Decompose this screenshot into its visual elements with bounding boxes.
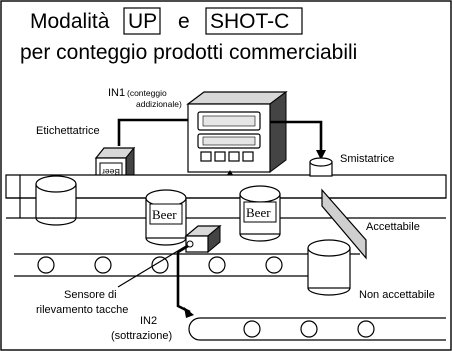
in2-arrow <box>184 307 194 318</box>
counter-key-2 <box>214 151 226 162</box>
in1-wire <box>117 118 188 146</box>
counter-key-3 <box>228 151 240 162</box>
counter-key-1 <box>200 151 212 162</box>
mode-shot-box <box>205 7 303 35</box>
counter-key-4 <box>242 151 254 162</box>
can-2-beer: Beer <box>145 189 187 246</box>
sorter-gate <box>321 188 367 260</box>
rejected-can <box>307 239 351 296</box>
middle-conveyor <box>14 253 360 277</box>
in1-note-1: (conteggio <box>127 88 167 98</box>
labeler-label: Etichettatrice <box>36 125 100 137</box>
mode-up-box <box>123 7 161 35</box>
mode-up-label: UP <box>128 10 157 33</box>
title-conjunction: e <box>178 10 190 33</box>
upper-conveyor <box>5 174 447 219</box>
in2-wire <box>176 244 191 314</box>
can-3-label: Beer <box>246 205 271 220</box>
sensor-leader-line <box>117 245 187 288</box>
can-2-label: Beer <box>152 207 177 222</box>
output-arrow <box>316 150 326 160</box>
sensor-label-2: rilevamento tacche <box>36 304 128 316</box>
in2-note: (sottrazione) <box>111 330 172 342</box>
counter-device <box>186 91 288 173</box>
sorter <box>309 157 367 260</box>
sensor-label-1: Sensore di <box>64 289 117 301</box>
in1-note-2: addizionale) <box>136 99 182 109</box>
mode-shot-label: SHOT-C <box>210 10 289 33</box>
sorter-label: Smistatrice <box>340 153 394 165</box>
title-prefix: Modalità <box>30 10 110 33</box>
notch-sensor <box>184 224 222 254</box>
labeler-beer-label: Beer <box>102 167 120 177</box>
can-3-beer: Beer <box>239 185 281 242</box>
can-1 <box>35 175 77 226</box>
lower-conveyor <box>188 317 446 341</box>
output-wire <box>270 120 323 155</box>
accepted-label: Accettabile <box>366 221 420 233</box>
rejected-label: Non accettabile <box>359 289 435 301</box>
in1-label: IN1 <box>108 87 125 99</box>
title-line2: per conteggio prodotti commerciabili <box>20 41 357 64</box>
in2-label: IN2 <box>140 315 157 327</box>
